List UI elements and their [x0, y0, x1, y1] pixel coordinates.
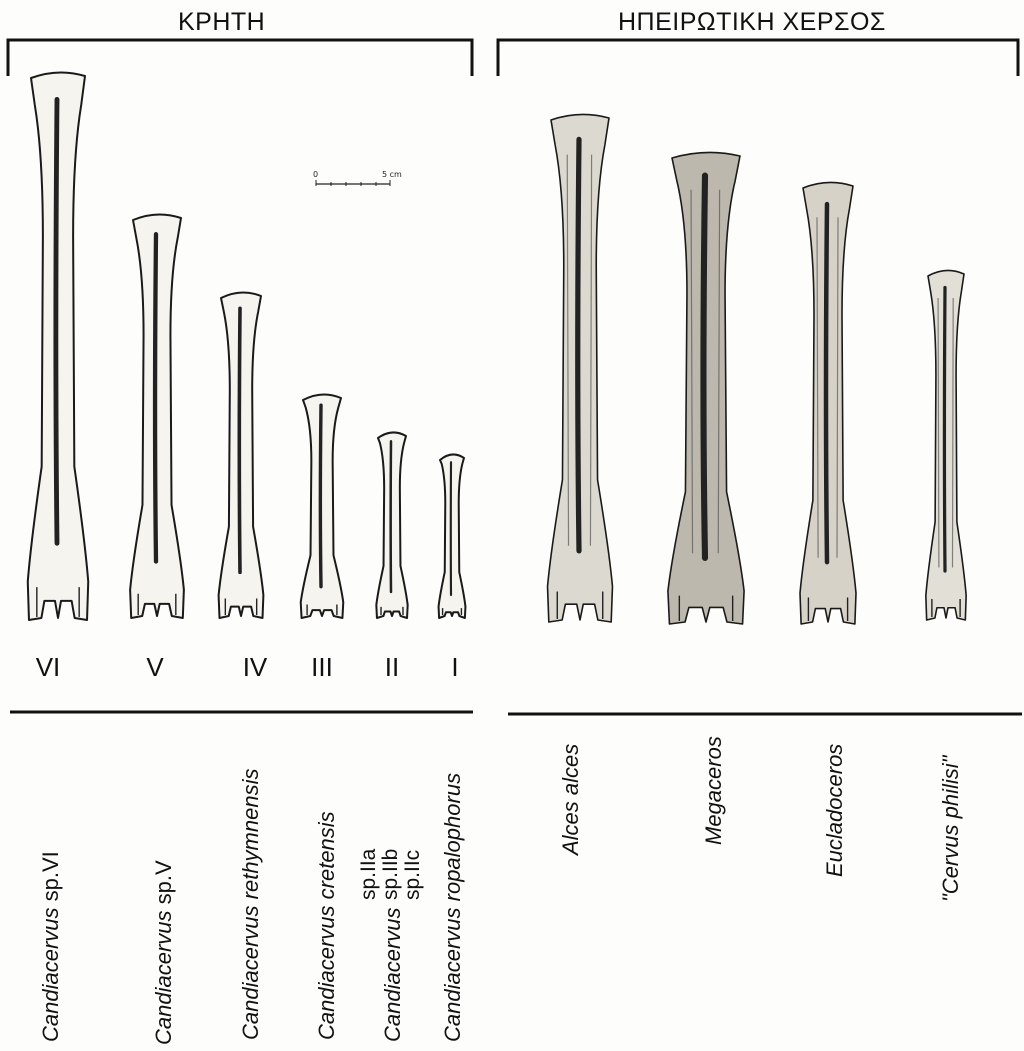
- subspecies-iia: sp.IIa: [358, 849, 380, 900]
- crete-region-title: ΚΡΗΤΗ: [178, 8, 265, 37]
- crete-bracket: [8, 40, 472, 76]
- bone-candiacervus-ii: [376, 432, 407, 618]
- numeral-iii: III: [311, 652, 333, 683]
- bone-candiacervus-sp-vi: [28, 72, 88, 620]
- label-candiacervus-ropalophorus: Candiacervus ropalophorus: [442, 773, 464, 1042]
- numeral-v: V: [146, 652, 163, 683]
- label-candiacervus-rethymnensis: Candiacervus rethymnensis: [240, 769, 262, 1040]
- mainland-region-title: ΗΠΕΙΡΩΤΙΚΗ ΧΕΡΣΟΣ: [618, 8, 886, 37]
- label-cervus-philisi: "Cervus philisi": [940, 756, 962, 902]
- label-megaceros: Megaceros: [703, 736, 725, 845]
- bone-megaceros: [668, 152, 744, 624]
- label-candiacervus-cretensis: Candiacervus cretensis: [316, 811, 338, 1040]
- bone-candiacervus-ropalophorus: [439, 454, 466, 618]
- numeral-ii: II: [385, 652, 399, 683]
- numeral-vi: VI: [36, 652, 61, 683]
- scale-start-label: 0: [313, 170, 318, 179]
- scale-bar: 0 5 cm: [313, 170, 402, 186]
- bone-candiacervus-sp-v: [130, 214, 184, 618]
- subspecies-iic: sp.IIc: [402, 849, 424, 900]
- label-eucladoceros: Eucladoceros: [824, 744, 846, 877]
- numeral-iv: IV: [243, 652, 268, 683]
- label-candiacervus-sp-v: Candiacervus sp.V: [153, 860, 175, 1045]
- subspecies-iib: sp.IIb: [380, 849, 402, 900]
- mainland-bracket: [498, 40, 1018, 76]
- label-candiacervus-ii-genus: Candiacervus: [382, 907, 404, 1042]
- bone-cervus-philisi: [926, 270, 966, 620]
- bone-candiacervus-rethymnensis: [219, 292, 264, 618]
- scale-end-label: 5 cm: [382, 170, 402, 179]
- label-candiacervus-ii-subspecies: sp.IIa sp.IIb sp.IIc: [358, 849, 424, 900]
- bone-alces-alces: [548, 114, 613, 622]
- label-alces-alces: Alces alces: [560, 744, 582, 855]
- bone-candiacervus-cretensis: [301, 394, 344, 618]
- label-candiacervus-sp-vi: Candiacervus sp.VI: [40, 851, 62, 1042]
- numeral-i: I: [451, 652, 458, 683]
- bone-eucladoceros: [800, 182, 856, 624]
